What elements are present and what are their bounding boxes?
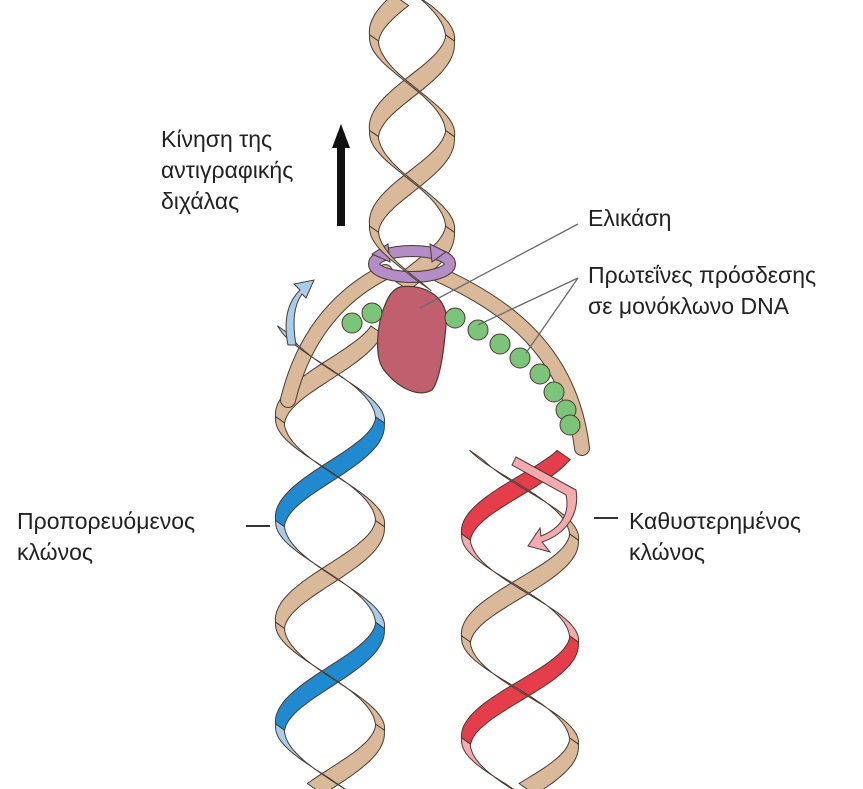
fork-movement-label-line-3: διχάλας [161, 186, 293, 217]
ssb-label: Πρωτεΐνες πρόσδεσης σε μονόκλωνο DNA [588, 260, 816, 322]
lagging-strand-label: Καθυστερημένος κλώνος [629, 506, 801, 568]
ssb-protein [445, 308, 465, 328]
fork-movement-label: Κίνηση της αντιγραφικής διχάλας [161, 124, 293, 217]
helicase-label-text: Ελικάση [588, 203, 671, 234]
fork-movement-label-line-1: Κίνηση της [161, 124, 293, 155]
ssb-label-line-1: Πρωτεΐνες πρόσδεσης [588, 260, 816, 291]
ssb-protein [544, 382, 564, 402]
ssb-protein [362, 303, 382, 323]
strand-b-segment [307, 724, 384, 789]
fork-movement-label-line-2: αντιγραφικής [161, 155, 293, 186]
leading-strand-label-line-1: Προπορευόμενος [17, 506, 195, 537]
strand-b-segment [369, 0, 408, 41]
ssb-protein [560, 415, 580, 435]
ssb-protein [490, 334, 510, 354]
ssb-label-line-2: σε μονόκλωνο DNA [588, 291, 816, 322]
strand-a-segment [415, 0, 454, 41]
strand-a-segment [462, 738, 521, 789]
ssb-protein [342, 313, 362, 333]
leader-ssb-2 [526, 278, 578, 353]
ssb-protein [468, 320, 488, 340]
ssb-protein [530, 364, 550, 384]
fork-movement-arrow [332, 124, 350, 226]
lagging-strand-label-line-1: Καθυστερημένος [629, 506, 801, 537]
leading-strand-label-line-2: κλώνος [17, 537, 195, 568]
helicase-label: Ελικάση [588, 203, 671, 234]
helicase [378, 286, 447, 392]
leading-strand-label: Προπορευόμενος κλώνος [17, 506, 195, 568]
strand-b-segment [519, 738, 578, 789]
lagging-helix-back [461, 450, 578, 789]
lagging-strand-label-line-2: κλώνος [629, 537, 801, 568]
